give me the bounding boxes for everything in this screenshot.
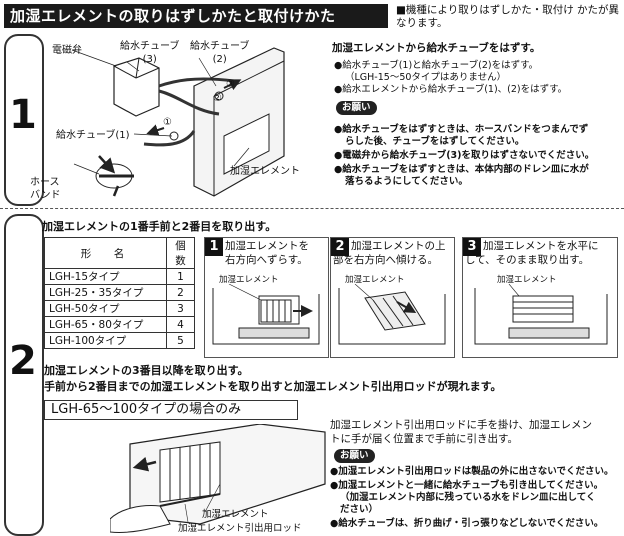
table-cell-count: 3 — [166, 300, 195, 317]
step2-note-3: （加湿エレメント内部に残っている水をドレン皿に出してく — [340, 492, 596, 503]
step2-note-4: ださい） — [340, 504, 379, 515]
step1-diagram — [71, 47, 285, 197]
table-cell-model: LGH-15タイプ — [44, 268, 167, 285]
panel-3-figure — [474, 284, 608, 345]
panel-2-number: 2 — [331, 238, 349, 256]
table-cell-model: LGH-50タイプ — [44, 300, 167, 317]
step2-number: 2 — [9, 338, 37, 384]
panel-1-figure — [212, 284, 320, 345]
step2-note-2: ●加湿エレメントと一緒に給水チューブも引き出してください。 — [330, 480, 604, 491]
step1-note-4: ●給水チューブをはずすときは、本体内部のドレン皿に水が — [334, 164, 589, 175]
tube2-label: 給水チューブ (2) — [190, 41, 250, 65]
table-cell-count: 4 — [166, 316, 195, 333]
table-cell-count: 1 — [166, 268, 195, 285]
hose-band-label: ホース バンド — [30, 177, 61, 201]
step2-third-heading-2: 手前から2番目までの加湿エレメントを取り出すと加湿エレメント引出用ロッドが現れま… — [44, 380, 502, 393]
panel-1-element-label: 加湿エレメント — [219, 275, 279, 285]
panel-2: 2 加湿エレメントの上 部を右方向へ傾ける。 加湿エレメント — [330, 237, 455, 358]
table-cell-count: 5 — [166, 332, 195, 349]
step1-note-3: ●電磁弁から給水チューブ(3)を取りはずさないでください。 — [334, 150, 595, 161]
circle-2: ② — [213, 93, 222, 104]
table-cell-count: 2 — [166, 284, 195, 301]
table-header-model: 形 名 — [44, 237, 167, 269]
table-cell-model: LGH-100タイプ — [44, 332, 167, 349]
page-title: 加湿エレメントの取りはずしかたと取付けかた — [4, 4, 388, 28]
step2-note-1: ●加湿エレメント引出用ロッドは製品の外に出さないでください。 — [330, 466, 614, 477]
tube3-label: 給水チューブ (3) — [120, 41, 180, 65]
step1-note-2: らした後、チューブをはずしてください。 — [345, 136, 525, 147]
step2-heading: 加湿エレメントの1番手前と2番目を取り出す。 — [42, 220, 277, 233]
rod-text-1: 加湿エレメント引出用ロッドに手を掛け、加湿エレメン — [330, 419, 592, 431]
step1-number: 1 — [9, 92, 37, 138]
panel-3-number: 3 — [463, 238, 481, 256]
step2-frame — [4, 214, 44, 536]
rod-fig-rod-label: 加湿エレメント引出用ロッド — [178, 523, 302, 534]
panel-2-text-2: 部を右方向へ傾ける。 — [333, 254, 438, 266]
rod-fig-element-label: 加湿エレメント — [202, 509, 269, 520]
step1-bullet-3: ●給水エレメントから給水チューブ(1)、(2)をはずす。 — [334, 84, 568, 95]
tube1-label: 給水チューブ(1) — [56, 130, 130, 141]
table-cell-model: LGH-65・80タイプ — [44, 316, 167, 333]
panel-2-figure — [338, 284, 446, 345]
panel-3-text-1: 加湿エレメントを水平に — [483, 240, 599, 252]
step1-bullet-1: ●給水チューブ(1)と給水チューブ(2)をはずす。 — [334, 60, 539, 71]
case-label-box: LGH-65～100タイプの場合のみ — [44, 400, 298, 420]
panel-2-text-1: 加湿エレメントの上 — [351, 240, 446, 252]
element-label-step1: 加湿エレメント — [230, 166, 300, 177]
model-notice: ■機種により取りはずしかた・取付け かたが異なります。 — [396, 4, 620, 29]
panel-1-text-2: 右方向へずらす。 — [225, 254, 308, 266]
circle-1: ① — [163, 117, 172, 128]
step2-third-heading-1: 加湿エレメントの3番目以降を取り出す。 — [44, 364, 249, 377]
step1-heading: 加湿エレメントから給水チューブをはずす。 — [332, 42, 541, 54]
step1-note-1: ●給水チューブをはずすときは、ホースバンドをつまんでず — [334, 124, 589, 135]
circle-3: ③ — [226, 79, 235, 90]
panel-2-element-label: 加湿エレメント — [345, 275, 405, 285]
panel-3-text-2: して、そのまま取り出す。 — [465, 254, 590, 266]
table-header-count: 個数 — [166, 237, 195, 269]
step2-note-5: ●給水チューブは、折り曲げ・引っ張りなどしないでください。 — [330, 518, 604, 529]
panel-3: 3 加湿エレメントを水平に して、そのまま取り出す。 加湿エレメント — [462, 237, 618, 358]
solenoid-label: 電磁弁 — [52, 45, 82, 56]
rod-text-2: トに手が届く位置まで手前に引き出す。 — [330, 433, 518, 445]
panel-3-element-label: 加湿エレメント — [497, 275, 557, 285]
step1-note-5: 落ちるようにしてください。 — [345, 176, 468, 187]
onegai-badge-2: お願い — [334, 449, 375, 463]
panel-1-text-1: 加湿エレメントを — [225, 240, 309, 252]
section-divider — [0, 208, 624, 209]
onegai-badge-1: お願い — [336, 101, 377, 115]
step1-bullet-2: （LGH-15～50タイプはありません） — [345, 72, 507, 83]
rod-figure — [110, 424, 326, 533]
panel-1: 1 加湿エレメントを 右方向へずらす。 加湿エレメント — [204, 237, 329, 358]
table-cell-model: LGH-25・35タイプ — [44, 284, 167, 301]
step1-frame — [4, 34, 44, 206]
panel-1-number: 1 — [205, 238, 223, 256]
